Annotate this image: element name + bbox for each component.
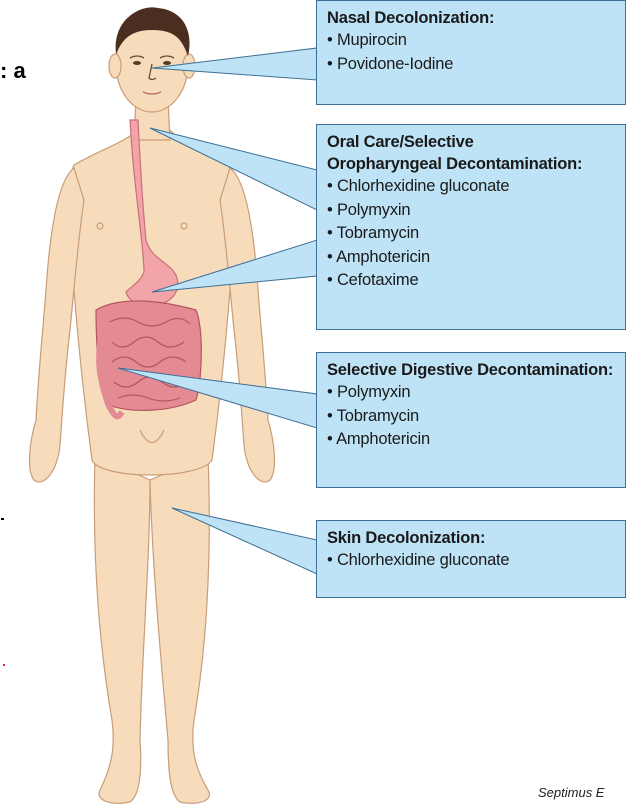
oral-title-line2: Oropharyngeal Decontamination: [327,153,617,175]
oral-care-box: Oral Care/Selective Oropharyngeal Decont… [316,124,626,330]
skin-decolonization-box: Skin Decolonization: Chlorhexidine gluco… [316,520,626,598]
oral-title-line1: Oral Care/Selective [327,131,617,153]
list-item: Mupirocin [327,29,617,53]
cropped-heading-fragment: : a [0,58,26,84]
list-item: Chlorhexidine gluconate [327,549,617,573]
selective-digestive-box: Selective Digestive Decontamination: Pol… [316,352,626,488]
intestines [96,301,201,416]
list-item: Povidone-Iodine [327,53,617,77]
skin-title: Skin Decolonization: [327,527,617,549]
list-item: Amphotericin [327,428,617,452]
list-item: Polymyxin [327,381,617,405]
image-credit: Septimus E [538,785,604,800]
nasal-decolonization-box: Nasal Decolonization: Mupirocin Povidone… [316,0,626,105]
left-edge-mark-red [3,664,5,666]
list-item: Tobramycin [327,222,617,246]
nasal-title: Nasal Decolonization: [327,7,617,29]
list-item: Polymyxin [327,199,617,223]
list-item: Chlorhexidine gluconate [327,175,617,199]
list-item: Cefotaxime [327,269,617,293]
sdd-title: Selective Digestive Decontamination: [327,359,617,381]
list-item: Amphotericin [327,246,617,270]
left-edge-mark [1,518,4,520]
list-item: Tobramycin [327,405,617,429]
